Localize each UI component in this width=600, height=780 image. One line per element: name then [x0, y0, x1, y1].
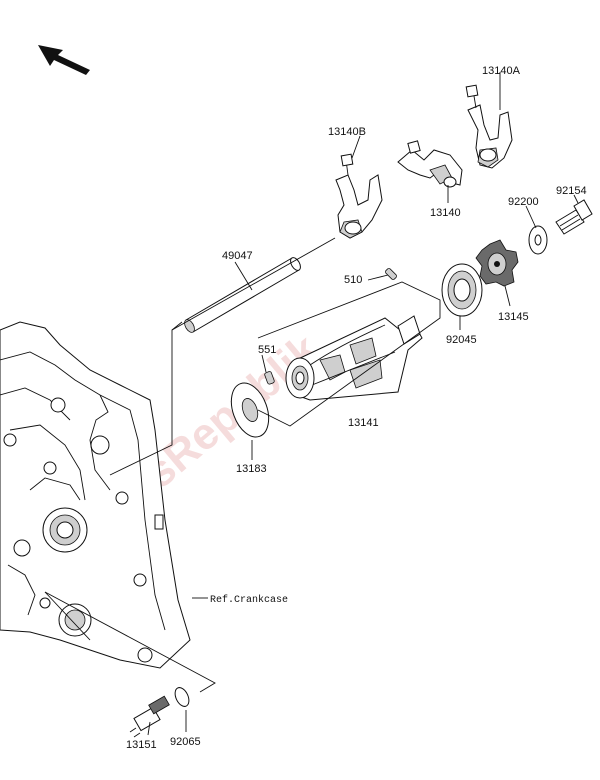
- shift-fork-13140B: [335, 153, 383, 239]
- label-13183: 13183: [236, 463, 267, 475]
- label-92045: 92045: [446, 334, 477, 346]
- gear-cam-13145: [475, 239, 519, 287]
- bolt-92154: [555, 199, 593, 235]
- direction-arrow-icon: [38, 45, 90, 75]
- washer-13183: [230, 382, 270, 438]
- washer-92200: [528, 225, 548, 255]
- washer-92065: [174, 687, 190, 707]
- label-92154: 92154: [556, 185, 587, 197]
- label-49047: 49047: [222, 250, 253, 262]
- bearing-92045: [441, 263, 483, 317]
- crankcase-housing: [0, 321, 191, 669]
- label-13141: 13141: [348, 417, 379, 429]
- label-ref-crankcase: Ref.Crankcase: [210, 594, 288, 606]
- label-13151: 13151: [126, 739, 157, 751]
- label-13140: 13140: [430, 207, 461, 219]
- pin-510: [385, 268, 397, 280]
- switch-13151: [129, 695, 170, 738]
- label-13145: 13145: [498, 311, 529, 323]
- label-13140B: 13140B: [328, 126, 366, 138]
- label-551: 551: [258, 344, 276, 356]
- leader-lines: [44, 72, 579, 736]
- fork-shaft-49047: [184, 257, 301, 333]
- label-13140A: 13140A: [482, 65, 521, 77]
- label-92200: 92200: [508, 196, 539, 208]
- shift-fork-13140A: [465, 84, 513, 169]
- pin-551: [264, 371, 275, 385]
- label-510: 510: [344, 274, 362, 286]
- shift-fork-13140: [397, 140, 463, 188]
- label-92065: 92065: [170, 736, 201, 748]
- shift-drum-13141: [285, 315, 423, 401]
